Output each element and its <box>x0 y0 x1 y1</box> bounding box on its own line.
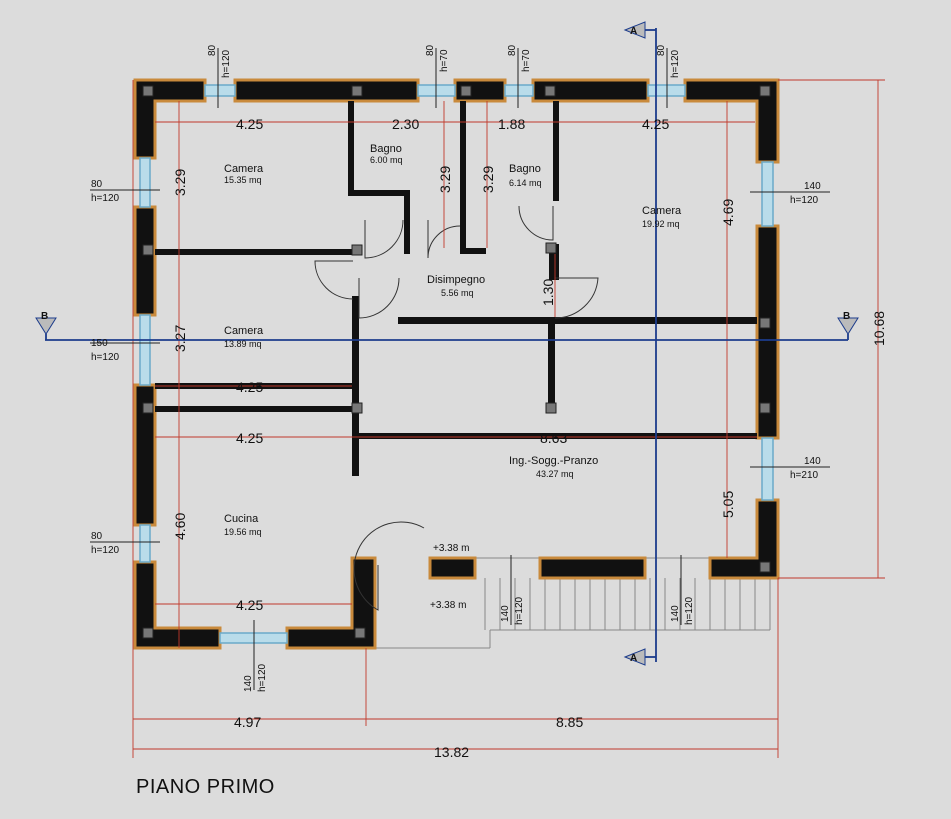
window-right-1-height: h=120 <box>790 195 819 206</box>
dim-v-329-bath2: 3.29 <box>480 166 496 193</box>
window-bottom-1-height: h=120 <box>257 663 268 692</box>
dim-bottom-885: 8.85 <box>556 714 583 730</box>
level-terrace: +3.38 m <box>430 600 466 611</box>
dim-bottom-497: 4.97 <box>234 714 261 730</box>
door-swings <box>314 205 599 611</box>
window-stair-1-height: h=120 <box>514 596 525 625</box>
room-area-soggiorno: 43.27 mq <box>536 469 574 479</box>
room-name-disimpegno: Disimpegno <box>427 274 485 286</box>
window-left-2-width: 150 <box>91 338 108 349</box>
room-name-camera-2: Camera <box>642 205 682 217</box>
room-name-bagno-1: Bagno <box>370 143 402 155</box>
section-markers <box>35 21 859 666</box>
room-name-camera-3: Camera <box>224 325 264 337</box>
dim-bottom-1382: 13.82 <box>434 744 469 760</box>
window-stair-2-height: h=120 <box>684 596 695 625</box>
window-left-1-width: 80 <box>91 179 103 190</box>
window-bottom-1-width: 140 <box>243 675 254 692</box>
room-name-bagno-2: Bagno <box>509 163 541 175</box>
room-area-camera-3: 13.89 mq <box>224 339 262 349</box>
window-leaders <box>90 48 830 690</box>
dim-h-863: 8.63 <box>540 430 567 446</box>
dimension-lines <box>132 79 885 758</box>
room-area-camera-2: 19.92 mq <box>642 219 680 229</box>
dim-h-425-mid1: 4.25 <box>236 379 263 395</box>
window-left-3-height: h=120 <box>91 545 120 556</box>
plan-title: PIANO PRIMO <box>136 776 275 798</box>
dim-v-329-left: 3.29 <box>172 169 188 196</box>
window-top-4-width: 80 <box>656 44 667 56</box>
dim-top-230: 2.30 <box>392 116 419 132</box>
window-right-1-width: 140 <box>804 181 821 192</box>
window-top-2-height: h=70 <box>439 49 450 72</box>
room-name-soggiorno: Ing.-Sogg.-Pranzo <box>509 455 598 467</box>
dim-h-425-bottom: 4.25 <box>236 597 263 613</box>
room-area-bagno-2: 6.14 mq <box>509 178 542 188</box>
dimension-labels: 4.25 2.30 1.88 4.25 4.25 4.25 8.63 4.25 … <box>172 116 887 760</box>
section-a-bottom-label: A <box>630 653 637 664</box>
dim-top-425-left: 4.25 <box>236 116 263 132</box>
dim-h-425-mid2: 4.25 <box>236 430 263 446</box>
window-top-3-width: 80 <box>507 44 518 56</box>
dim-top-188: 1.88 <box>498 116 525 132</box>
room-area-bagno-1: 6.00 mq <box>370 155 403 165</box>
window-left-2-height: h=120 <box>91 352 120 363</box>
window-left-3-width: 80 <box>91 531 103 542</box>
window-stair-2-width: 140 <box>670 605 681 622</box>
window-left-1-height: h=120 <box>91 193 120 204</box>
section-lines <box>45 28 848 662</box>
window-top-4-height: h=120 <box>670 49 681 78</box>
dim-v-460: 4.60 <box>172 513 188 540</box>
room-name-camera-1: Camera <box>224 163 264 175</box>
window-top-2-width: 80 <box>425 44 436 56</box>
dim-v-130: 1.30 <box>540 279 556 306</box>
section-b-left-label: B <box>41 311 48 322</box>
dim-top-425-right: 4.25 <box>642 116 669 132</box>
window-labels: 80 h=120 80 h=70 80 h=70 80 h=120 80 h=1… <box>91 44 821 692</box>
window-top-1-height: h=120 <box>221 49 232 78</box>
dim-right-1068: 10.68 <box>871 311 887 346</box>
dim-v-327: 3.27 <box>172 325 188 352</box>
level-entry: +3.38 m <box>433 543 469 554</box>
window-top-1-width: 80 <box>207 44 218 56</box>
dim-v-469: 4.69 <box>720 199 736 226</box>
dim-v-505: 5.05 <box>720 491 736 518</box>
dim-v-329-bath1: 3.29 <box>437 166 453 193</box>
section-a-top-label: A <box>630 26 637 37</box>
room-area-camera-1: 15.35 mq <box>224 175 262 185</box>
window-top-3-height: h=70 <box>521 49 532 72</box>
window-right-2-width: 140 <box>804 456 821 467</box>
section-b-right-label: B <box>843 311 850 322</box>
room-name-cucina: Cucina <box>224 513 259 525</box>
window-stair-1-width: 140 <box>500 605 511 622</box>
window-right-2-height: h=210 <box>790 470 819 481</box>
room-area-cucina: 19.56 mq <box>224 527 262 537</box>
room-area-disimpegno: 5.56 mq <box>441 288 474 298</box>
room-labels: Camera 15.35 mq Bagno 6.00 mq Bagno 6.14… <box>224 143 682 537</box>
pillars <box>142 85 771 639</box>
